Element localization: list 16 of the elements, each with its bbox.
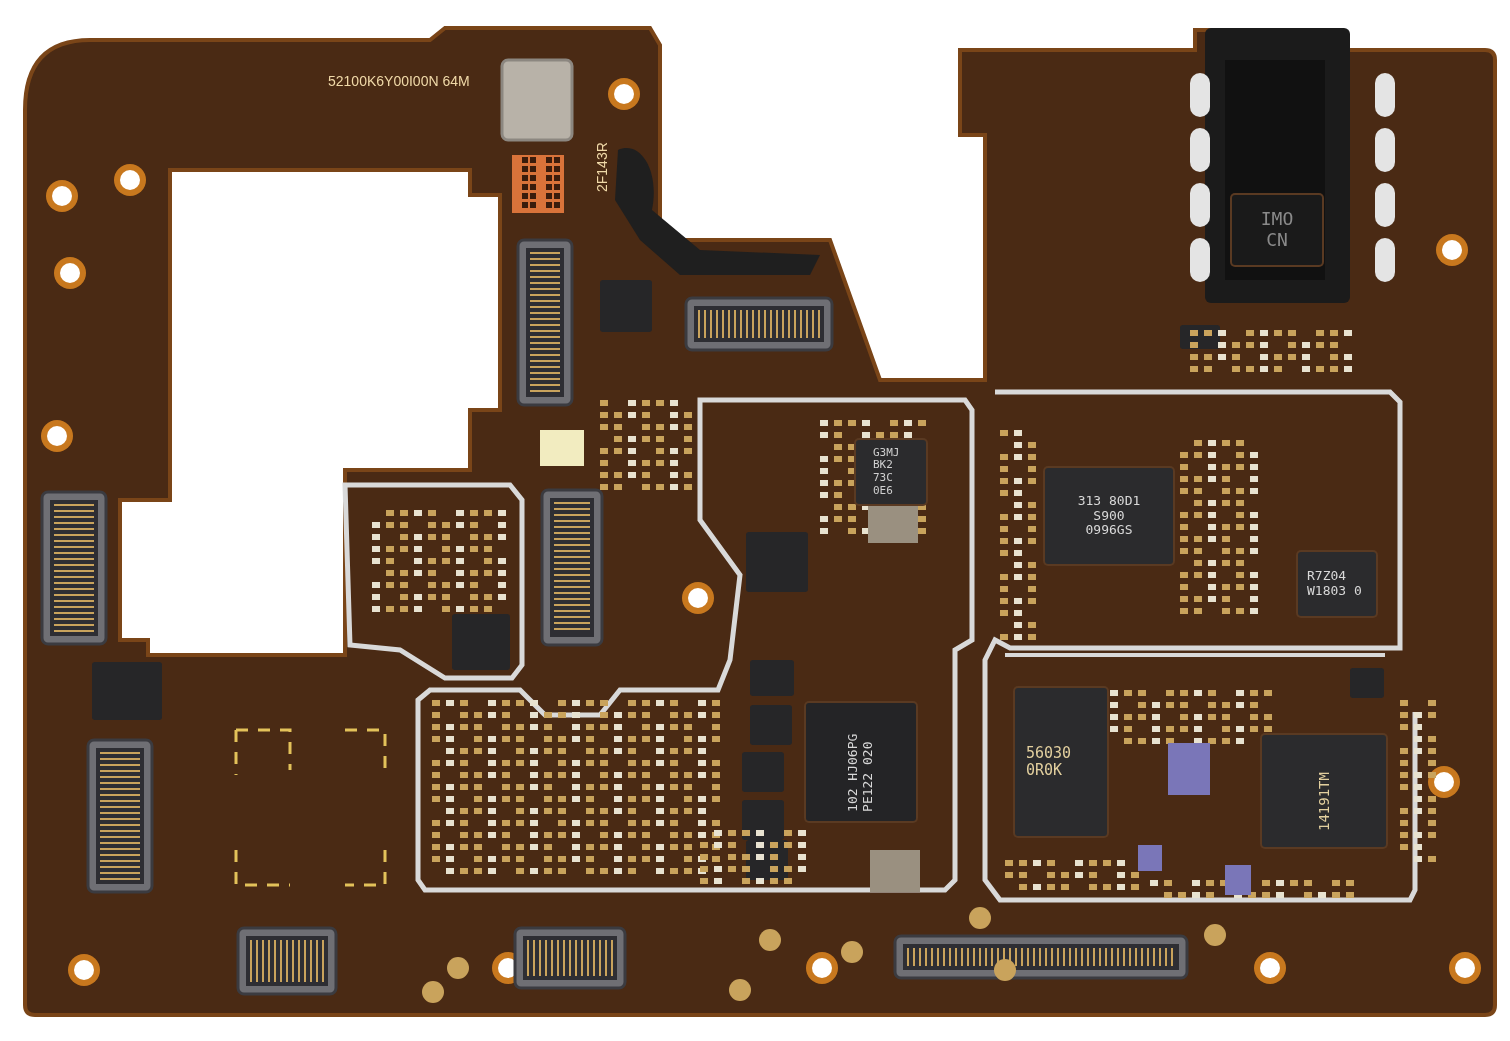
board-marking: 52100K6Y00I00N 64M	[328, 73, 470, 89]
chip-marking: R7Z04 W1803 0	[1307, 569, 1363, 599]
chip-marking: 56030 0R0K	[1026, 744, 1073, 780]
rf-chip	[1015, 688, 1107, 836]
chip-marking: IMO CN	[1259, 209, 1295, 251]
chip-marking: G3MJ BK2 73C 0E6	[873, 446, 901, 498]
board-marking: 2F143R	[594, 142, 610, 192]
power-chip	[806, 703, 916, 821]
jack-marking	[1232, 195, 1322, 265]
chip-marking: 14191TM	[1315, 771, 1333, 831]
chip-marking: 313 80D1 S900 0996GS	[1076, 493, 1142, 539]
rf-chip	[1262, 735, 1386, 847]
memory-chip	[1045, 468, 1173, 564]
ic-chip	[856, 440, 926, 504]
ic-chip	[1298, 552, 1376, 616]
chip-marking: 102 HJ06PG PE122 020	[846, 732, 876, 812]
